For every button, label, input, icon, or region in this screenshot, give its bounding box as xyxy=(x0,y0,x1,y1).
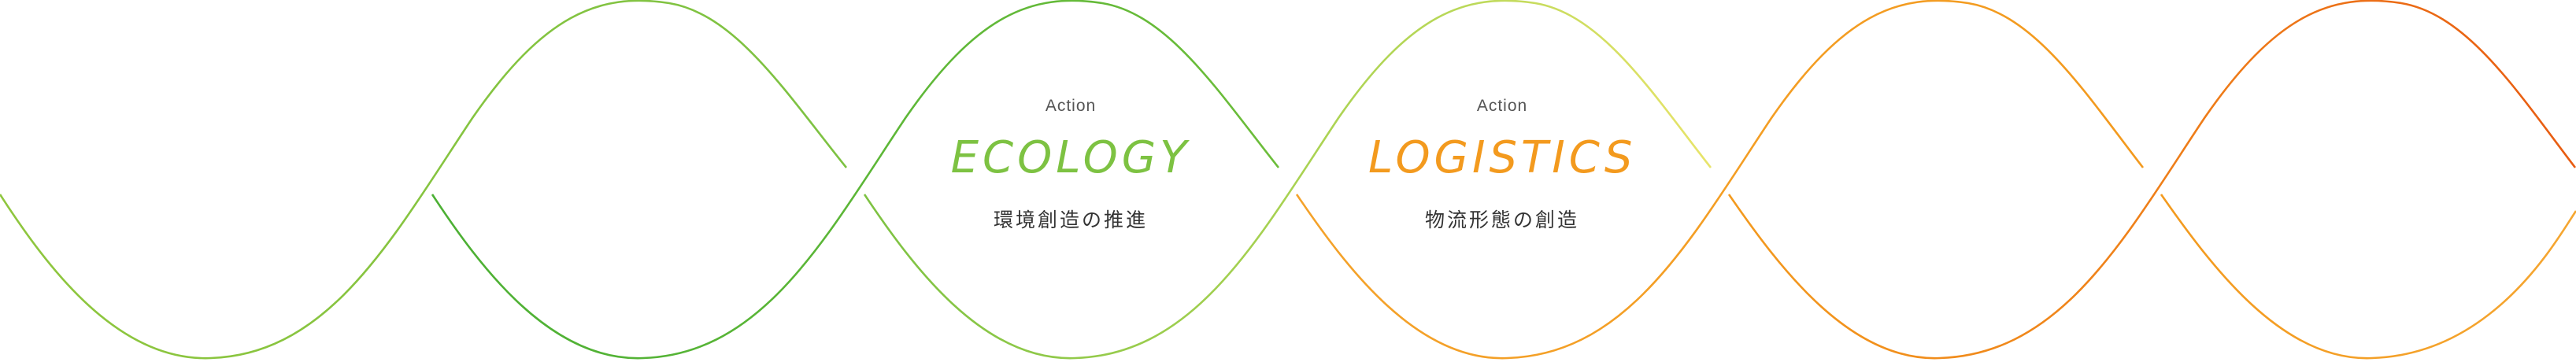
action-title-ecology: ECOLOGY xyxy=(950,132,1191,183)
action-title-logistics: LOGISTICS xyxy=(1368,132,1637,183)
wave-segment-1 xyxy=(0,0,848,360)
wave-segment-6 xyxy=(2160,194,2576,360)
wave-segment-5 xyxy=(1727,0,2576,360)
action-ecology[interactable]: Action ECOLOGY 環境創造の推進 xyxy=(937,93,1205,236)
action-kicker: Action xyxy=(1476,97,1528,115)
action-logistics[interactable]: Action LOGISTICS 物流形態の創造 xyxy=(1368,93,1636,236)
wave-segment-4 xyxy=(1295,0,2145,360)
wave-segment-3 xyxy=(863,0,1712,360)
action-subtitle: 環境創造の推進 xyxy=(993,209,1148,231)
action-subtitle: 物流形態の創造 xyxy=(1424,209,1579,231)
action-kicker: Action xyxy=(1045,97,1097,115)
wave-segment-2 xyxy=(431,0,1280,360)
